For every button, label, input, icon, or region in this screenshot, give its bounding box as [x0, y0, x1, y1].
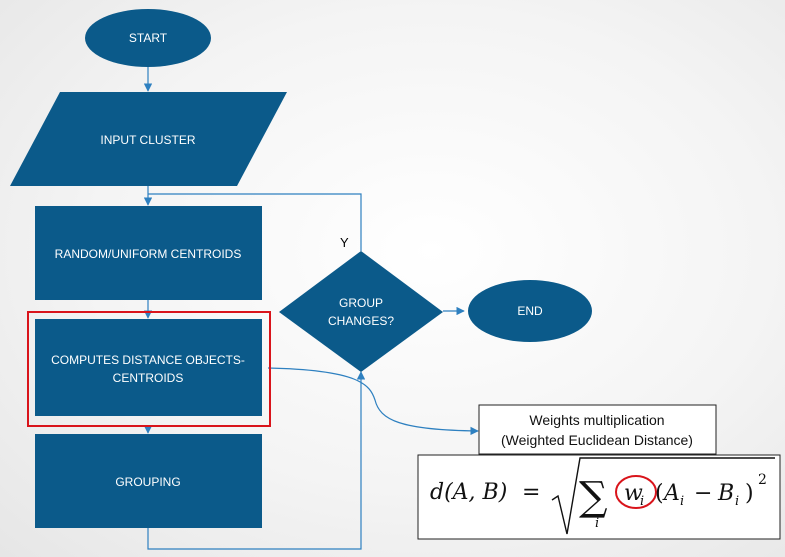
- radical-sign: [551, 457, 775, 535]
- formula-box: [417, 454, 781, 540]
- start-node: [85, 9, 211, 67]
- formula-b-subscript: i: [735, 494, 739, 509]
- formula-open-paren: (: [655, 481, 664, 506]
- start-label: START: [129, 31, 168, 45]
- weight-symbol: w: [624, 481, 643, 506]
- formula-a: A: [662, 481, 680, 506]
- callout-box: [478, 404, 717, 455]
- callout-line1: Weights multiplication: [529, 412, 664, 428]
- input-label: INPUT CLUSTER: [100, 133, 195, 147]
- branch-label-y: Y: [340, 235, 349, 250]
- end-label: END: [517, 304, 543, 318]
- decision-node: [279, 251, 443, 372]
- grouping-label: GROUPING: [115, 475, 180, 489]
- formula-close-paren: ): [745, 481, 754, 506]
- input-node: [10, 92, 287, 186]
- distance-label-line2: CENTROIDS: [113, 371, 184, 385]
- end-node: [468, 280, 592, 342]
- weight-subscript: i: [640, 494, 644, 509]
- decision-label-line2: CHANGES?: [328, 314, 394, 328]
- sum-symbol: ∑: [579, 474, 608, 520]
- formula-a-subscript: i: [680, 494, 684, 509]
- decision-label-line1: GROUP: [339, 296, 383, 310]
- formula-lhs: d(A, B): [430, 480, 507, 505]
- distance-label-line1: COMPUTES DISTANCE OBJECTS-: [51, 353, 245, 367]
- grouping-node: [35, 434, 262, 528]
- callout-line2: (Weighted Euclidean Distance): [501, 432, 693, 448]
- formula-equals: =: [522, 480, 540, 505]
- loop-back-arrow: [148, 193, 362, 251]
- arrow-grouping-to-decision: [147, 371, 366, 550]
- formula-minus: −: [694, 481, 712, 506]
- centroids-node: [35, 206, 262, 300]
- distance-highlight-box: [27, 311, 271, 427]
- formula-b: B: [717, 481, 734, 506]
- callout-connector: [267, 367, 479, 436]
- distance-node: [35, 319, 262, 416]
- formula: d(A, B) = ∑ i w i ( A i − B i ) 2: [417, 454, 781, 540]
- weight-highlight-circle: [615, 475, 657, 509]
- centroids-label: RANDOM/UNIFORM CENTROIDS: [55, 247, 242, 261]
- sum-index: i: [595, 516, 599, 531]
- formula-exponent: 2: [758, 472, 767, 488]
